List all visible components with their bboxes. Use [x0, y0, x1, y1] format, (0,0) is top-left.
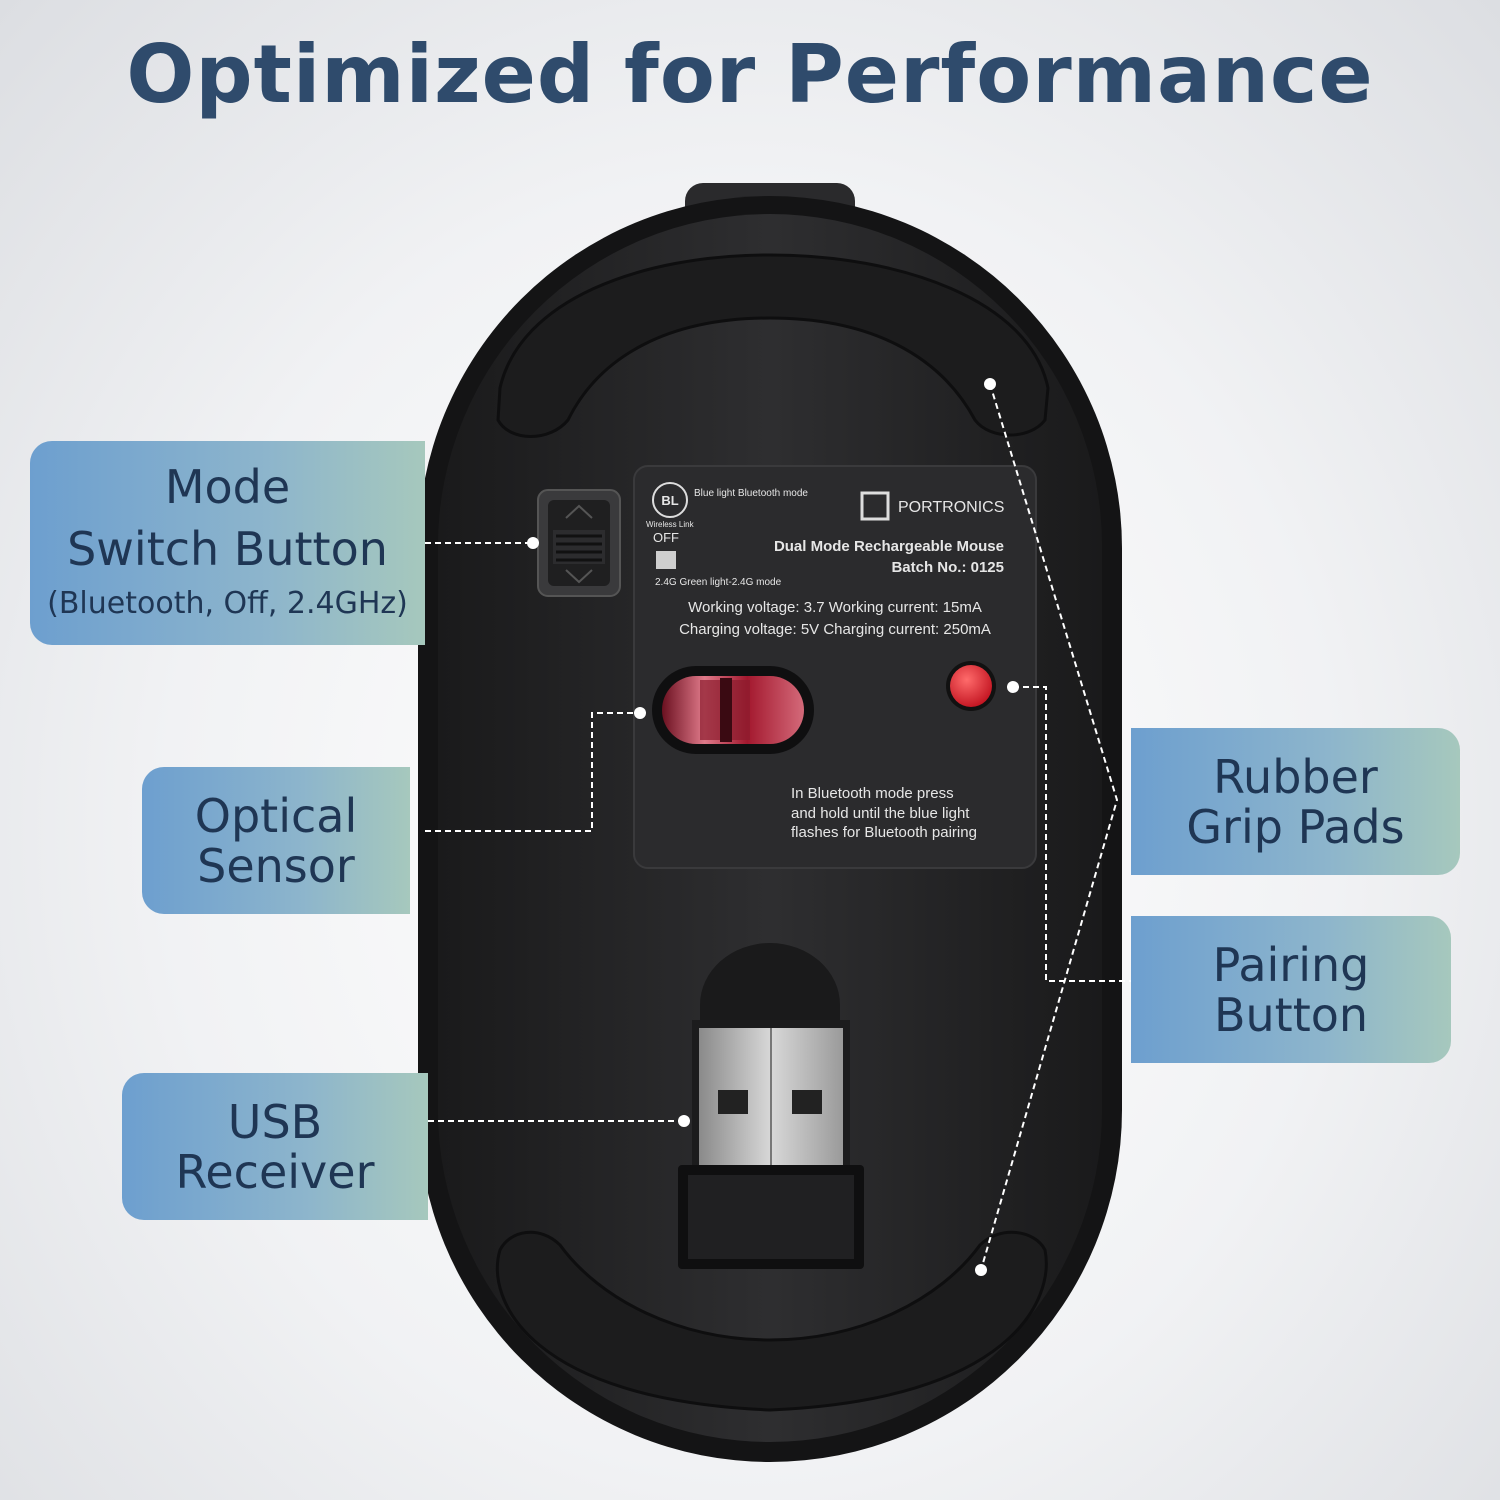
- grip-pad-bottom: [495, 1230, 1048, 1412]
- green-mode-text: 2.4G Green light-2.4G mode: [655, 577, 782, 588]
- rubber-grip-line2: Grip Pads: [1186, 799, 1405, 854]
- pairing-line1: Pairing: [1212, 937, 1370, 992]
- charging-spec: Charging voltage: 5V Charging current: 2…: [679, 621, 991, 638]
- usb-receiver-line1: USB: [227, 1094, 323, 1149]
- instruction-3: flashes for Bluetooth pairing: [791, 824, 977, 841]
- pairing-line2: Button: [1213, 987, 1369, 1042]
- rubber-grip-callout: Rubber Grip Pads: [1131, 728, 1460, 875]
- pairing-button-red: [950, 665, 992, 707]
- optical-sensor: [652, 666, 814, 754]
- mode-switch-detail: (Bluetooth, Off, 2.4GHz): [47, 586, 408, 621]
- instruction-1: In Bluetooth mode press: [791, 785, 954, 802]
- wireless-link-text: Wireless Link: [646, 520, 695, 529]
- mode-switch-callout: Mode Switch Button (Bluetooth, Off, 2.4G…: [30, 441, 425, 645]
- optical-sensor-callout: Optical Sensor: [142, 767, 410, 914]
- mode-switch: [537, 489, 621, 597]
- usb-receiver-callout: USB Receiver: [122, 1073, 428, 1220]
- mode-switch-line1: Mode: [164, 460, 291, 514]
- product-name: Dual Mode Rechargeable Mouse: [774, 538, 1004, 555]
- instruction-2: and hold until the blue light: [791, 805, 970, 822]
- bl-mode-text: Blue light Bluetooth mode: [694, 488, 808, 499]
- brand-name: PORTRONICS: [898, 499, 1004, 516]
- rubber-grip-line1: Rubber: [1213, 749, 1378, 804]
- leader-dots: [527, 378, 1019, 1276]
- off-text: OFF: [653, 530, 679, 545]
- usb-receiver: [678, 943, 864, 1269]
- green-mode-icon: [656, 551, 676, 569]
- batch-number: Batch No.: 0125: [891, 559, 1004, 576]
- label-plate: [633, 465, 1037, 869]
- grip-pad-top: [496, 253, 1050, 438]
- bl-badge-icon: [652, 482, 688, 518]
- page-title: Optimized for Performance: [126, 28, 1374, 121]
- pairing-button-callout: Pairing Button: [1131, 916, 1451, 1063]
- optical-sensor-line2: Sensor: [197, 838, 355, 893]
- bl-badge: BL: [661, 493, 678, 508]
- usb-receiver-line2: Receiver: [175, 1144, 375, 1199]
- optical-sensor-line1: Optical: [194, 788, 358, 843]
- leader-lines: [425, 383, 1131, 1271]
- mode-switch-line2: Switch Button: [67, 522, 388, 576]
- brand-logo-icon: [860, 491, 890, 521]
- working-spec: Working voltage: 3.7 Working current: 15…: [688, 599, 982, 616]
